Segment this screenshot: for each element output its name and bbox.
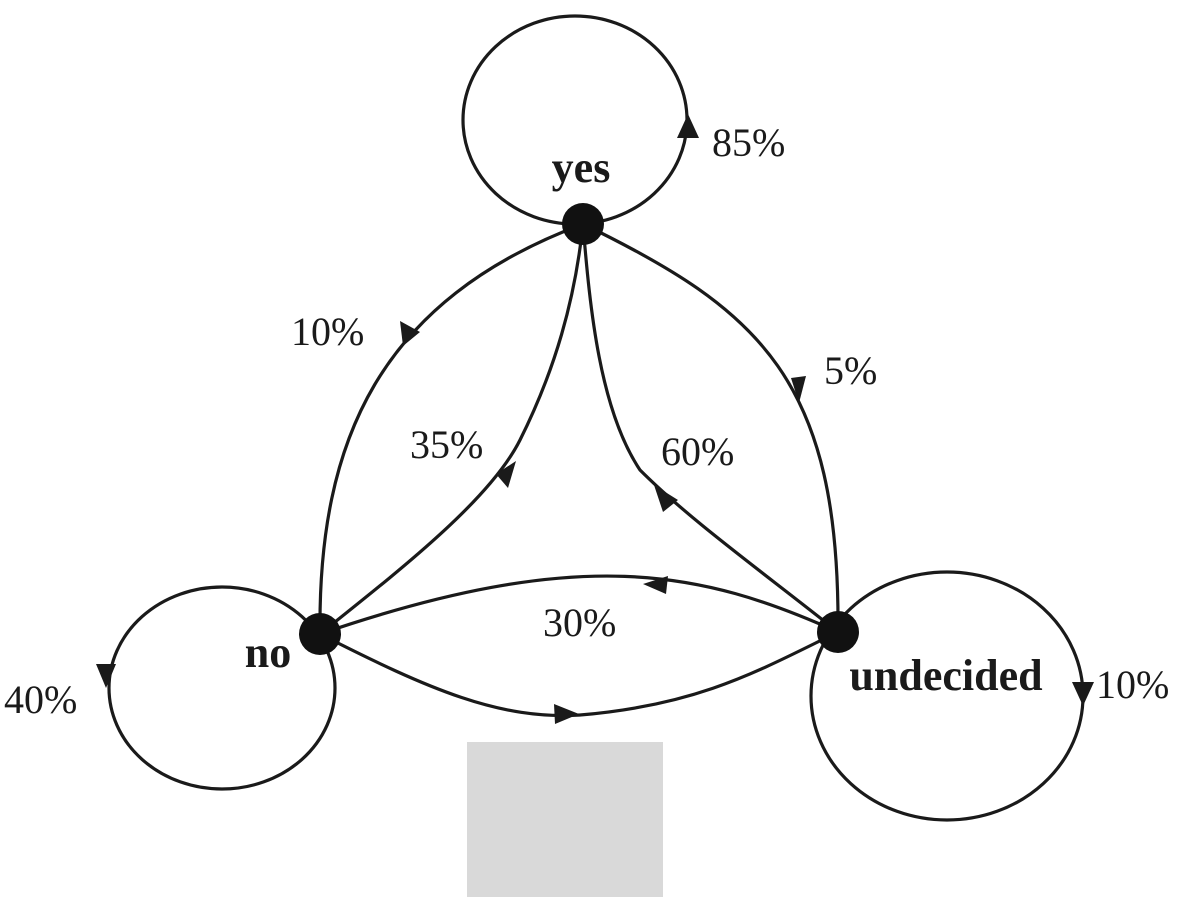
loop-no [107, 585, 337, 791]
label-yes-undecided: 5% [824, 348, 877, 393]
edge-undecided-to-no [319, 574, 839, 636]
arrow-yes-to-no [400, 321, 420, 346]
label-no-no: 40% [4, 677, 77, 722]
edge-no-to-yes [319, 223, 585, 636]
node-no [299, 613, 341, 655]
placeholder-block [467, 742, 663, 897]
loop-yes [461, 14, 689, 226]
arrow-no-to-undecided [554, 704, 579, 724]
edge-yes-to-undecided [582, 222, 840, 633]
label-yes-no: 10% [291, 309, 364, 354]
edge-undecided-to-yes [581, 223, 839, 634]
label-undecided-no: 30% [543, 600, 616, 645]
arrow-undecided-to-no [643, 576, 668, 594]
label-undecided-undecided: 10% [1096, 662, 1169, 707]
arrow-no-to-yes [496, 461, 516, 488]
label-yes-yes: 85% [712, 120, 785, 165]
edge-no-to-undecided [319, 630, 839, 718]
label-undecided: undecided [849, 651, 1042, 700]
arrow-yes-loop [677, 114, 699, 138]
arrow-no-loop [96, 664, 116, 688]
arrow-undecided-to-yes [654, 485, 678, 512]
label-no: no [245, 628, 291, 677]
label-no-yes: 35% [410, 422, 483, 467]
edge-yes-to-no [318, 222, 584, 635]
node-yes [562, 203, 604, 245]
node-undecided [817, 611, 859, 653]
label-undecided-yes: 60% [661, 429, 734, 474]
arrow-yes-to-undecided [791, 376, 806, 403]
label-yes: yes [552, 143, 611, 192]
arrow-undecided-loop [1072, 682, 1094, 706]
